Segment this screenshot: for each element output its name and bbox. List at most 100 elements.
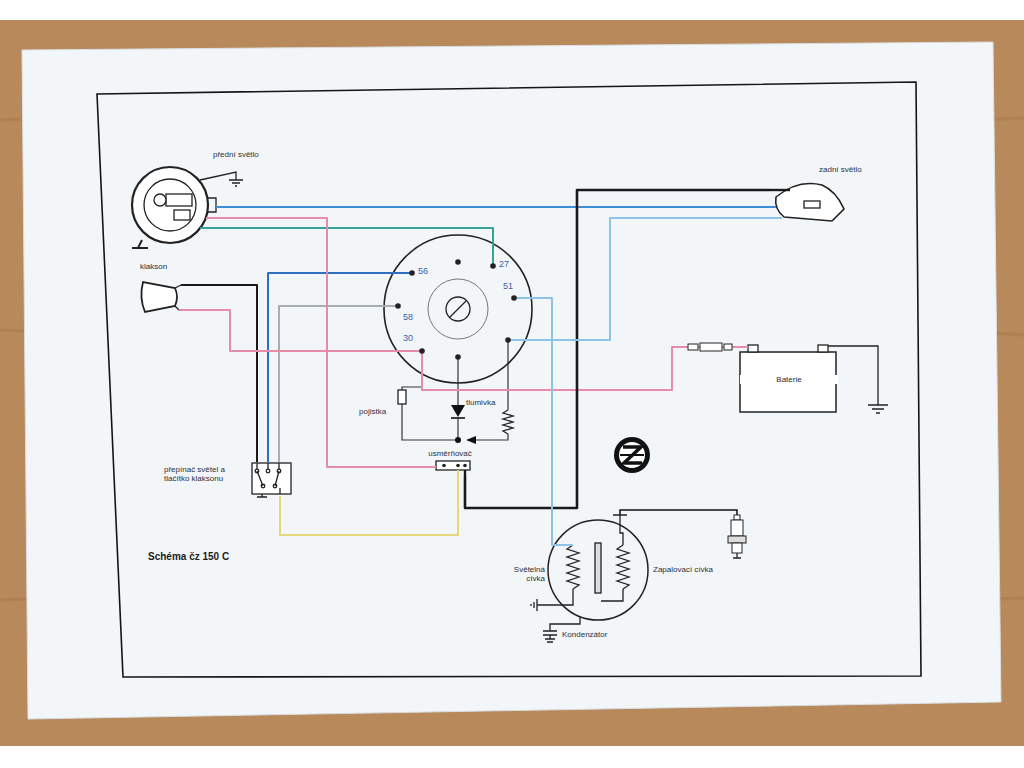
horn-lugs [175, 285, 181, 310]
inline-connector [700, 343, 722, 351]
part-label: usměrňovač [418, 449, 482, 458]
terminal-number: 58 [402, 312, 414, 322]
wire-stub [464, 470, 466, 476]
logo-ring [614, 437, 650, 473]
light-switch: přepínač světel a tlačítko klaksonu [163, 462, 293, 496]
headlight-socket [174, 210, 190, 220]
terminal-dot [409, 270, 415, 276]
coil-lead [601, 589, 623, 601]
wire [465, 190, 770, 508]
diagram-title: Schéma čz 150 C [147, 551, 230, 562]
terminal-dot [395, 303, 401, 309]
bulb-holder [166, 194, 192, 206]
lighting-coil [567, 545, 579, 589]
terminal-dot [419, 348, 425, 354]
spark-plug-lead [620, 510, 737, 515]
alternator-hub [446, 297, 470, 321]
ground-symbol [257, 494, 267, 497]
ground-symbol [868, 405, 888, 413]
part-label: tlumivka [465, 398, 496, 407]
part-label: Kondenzátor [561, 630, 608, 639]
inline-connector [688, 344, 698, 350]
wire-stub [418, 466, 436, 468]
coil-lead [620, 525, 623, 545]
wire-stub [382, 351, 422, 385]
headlight-mount [132, 240, 148, 248]
fuse-symbol [398, 390, 406, 404]
part-label: Zapalovací cívka [652, 565, 714, 574]
terminal-dot [490, 263, 496, 269]
spark-plug-terminal [734, 515, 740, 520]
coil-lug [613, 515, 627, 525]
terminal-dot [511, 295, 517, 301]
part-label: zadní světlo [818, 165, 863, 174]
wire-stub [206, 217, 272, 219]
ground-symbol [531, 589, 573, 611]
headlight-ear [208, 198, 216, 212]
choke: tlumivka [465, 398, 525, 443]
wire-stub [770, 217, 782, 219]
wire [272, 218, 418, 467]
wire-stub [770, 206, 776, 208]
rectifier-lead [457, 418, 458, 440]
wire [268, 273, 382, 462]
terminal-number: 56 [417, 266, 429, 276]
frame-border [97, 82, 921, 677]
wire [272, 228, 493, 233]
wire-stub [179, 309, 205, 311]
rectifier: usměrňovač [418, 449, 484, 476]
wire [205, 310, 382, 351]
part-label: přepínač světel a tlačítko klaksonu [163, 465, 251, 483]
alternator-housing [384, 235, 532, 383]
alternator-symbol [382, 233, 534, 385]
spark-plug-hex [728, 536, 746, 543]
wire [279, 306, 382, 462]
headlight-bulb [154, 194, 166, 206]
rectifier-terminal-strip [436, 461, 470, 470]
part-label: Baterie [740, 375, 838, 384]
wire-stub [552, 515, 573, 545]
wire-stub [492, 233, 494, 266]
wire [422, 347, 738, 390]
switch-housing [252, 463, 291, 494]
wire [272, 206, 770, 208]
fuse-lead [402, 404, 455, 440]
spark-plug-insulator [731, 520, 743, 536]
wire-stub [382, 272, 412, 274]
switch-leads [257, 463, 280, 494]
ignition-winding [617, 545, 629, 589]
terminal-dot [442, 464, 446, 468]
headlight: přední světlo [112, 150, 272, 250]
spark-plug-electrode [733, 553, 741, 558]
ground-symbol [200, 172, 243, 186]
switch-lever [257, 471, 279, 486]
wire-stub [514, 297, 534, 299]
wood-table [0, 20, 1024, 746]
wire-stub [738, 346, 748, 348]
fuse: pojistka [358, 389, 418, 421]
rectifier-lead [457, 357, 458, 405]
junction-dot [455, 437, 461, 443]
logo-mark [620, 454, 644, 456]
part-label: přední světlo [212, 150, 260, 159]
wire-stub [181, 284, 205, 286]
battery-post [748, 345, 758, 352]
terminal-dot [463, 464, 467, 468]
terminal-number: 51 [502, 281, 514, 291]
headlight-symbol [112, 150, 272, 250]
alternator-rotor [450, 301, 466, 317]
alternator: 5627585130 [382, 233, 534, 385]
terminal-dot [455, 259, 461, 265]
horn-bowl [141, 282, 177, 312]
choke-lead [507, 340, 508, 410]
alternator-rotor-ring [428, 279, 488, 339]
wire-stub [200, 227, 272, 229]
inline-connector [724, 344, 732, 350]
tail-light: zadní světlo [770, 165, 865, 225]
wire [280, 476, 458, 535]
wire-stub [508, 339, 534, 341]
